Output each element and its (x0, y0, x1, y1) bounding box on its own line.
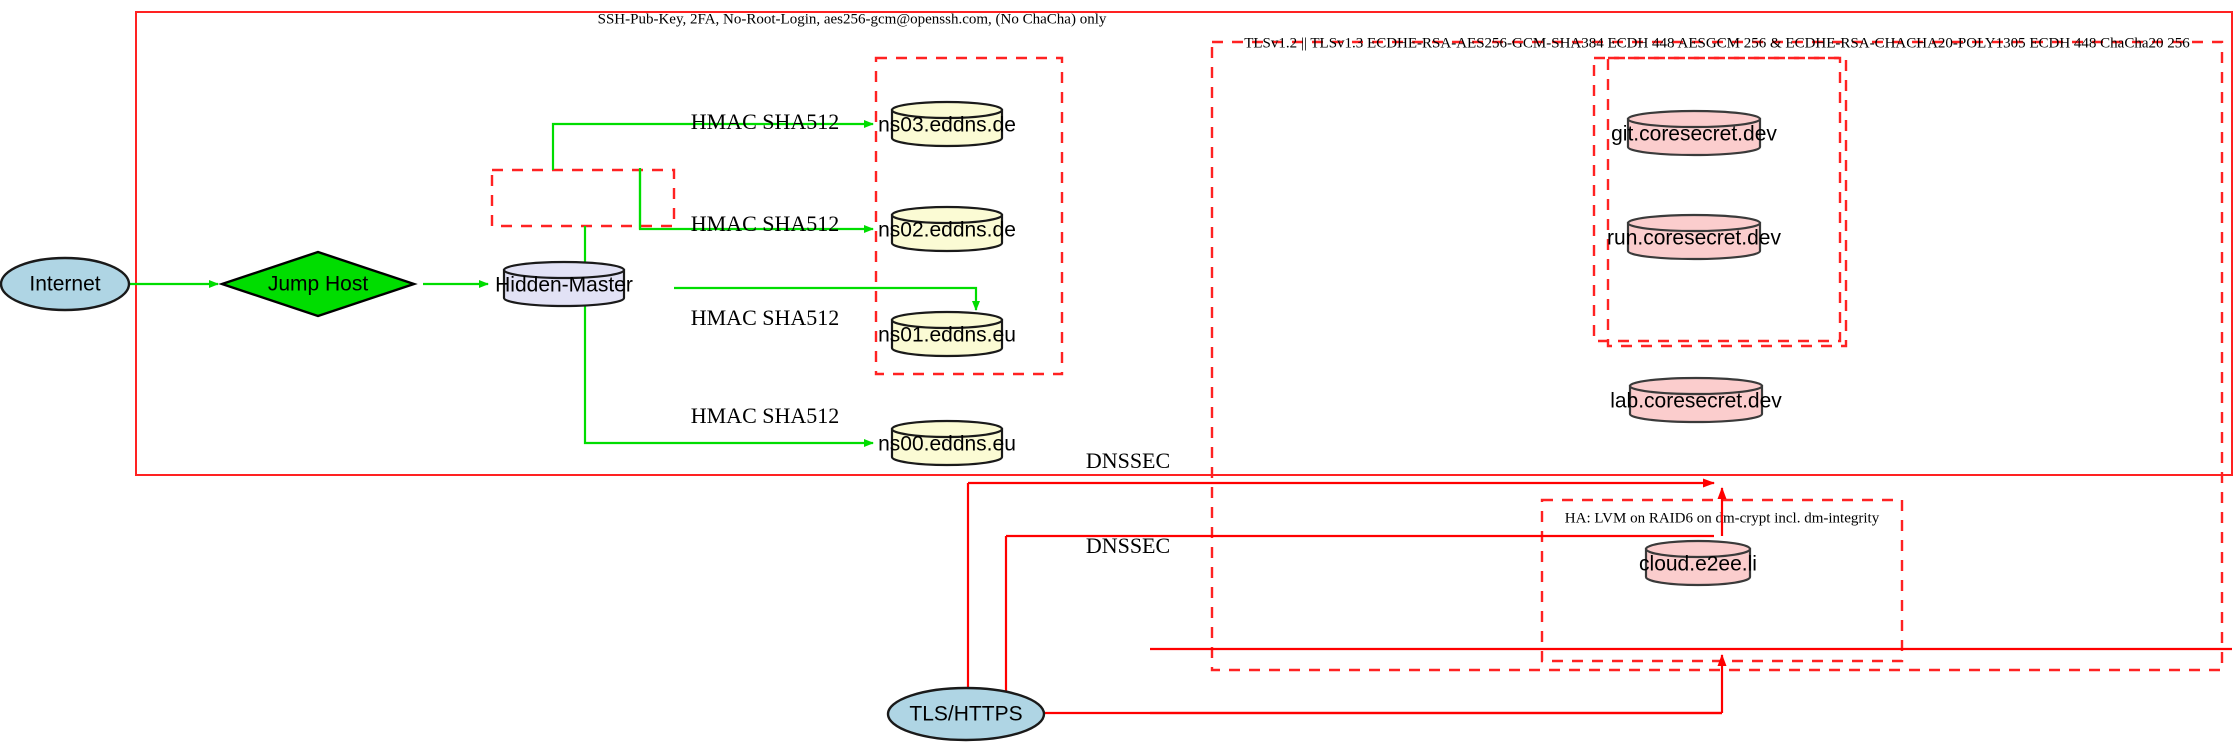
node-hidden-master[interactable]: Hidden-Master (495, 260, 633, 308)
edge-label-hmac-ns01: HMAC SHA512 (691, 305, 840, 330)
node-git-coresecret[interactable]: git.coresecret.dev (1611, 109, 1777, 157)
node-lab-label: lab.coresecret.dev (1610, 390, 1782, 413)
edge-hiddenmaster-to-ns01 (674, 286, 980, 311)
edge-label-hmac-ns02: HMAC SHA512 (691, 211, 840, 236)
edge-label-hmac-ns00: HMAC SHA512 (691, 403, 840, 428)
node-ns02[interactable]: ns02.eddns.de (878, 205, 1016, 253)
edge-hiddenmaster-to-ns02-path (638, 168, 874, 233)
edge-hiddenmaster-to-ns03 (551, 120, 874, 170)
node-ns03[interactable]: ns03.eddns.de (878, 100, 1016, 148)
node-internet-label: Internet (29, 273, 100, 296)
edge-label-dnssec-upper: DNSSEC (1086, 448, 1170, 473)
node-git-label: git.coresecret.dev (1611, 123, 1777, 146)
node-ns00-label: ns00.eddns.eu (878, 433, 1016, 456)
dns-servers-cluster (874, 56, 1064, 376)
coresecret-services-cluster (1592, 56, 1842, 343)
node-run-coresecret[interactable]: run.coresecret.dev (1607, 213, 1781, 261)
edge-label-hmac-ns03: HMAC SHA512 (691, 109, 840, 134)
edge-label-dnssec-lower: DNSSEC (1086, 533, 1170, 558)
node-hidden-master-label: Hidden-Master (495, 274, 633, 297)
coresecret-lab-cluster (1606, 56, 1848, 348)
node-ns02-label: ns02.eddns.de (878, 219, 1016, 242)
node-tls-https[interactable]: TLS/HTTPS (886, 686, 1046, 742)
outer-security-boundary (135, 11, 2233, 476)
node-cloud-label: cloud.e2ee.li (1639, 553, 1757, 576)
node-ns00[interactable]: ns00.eddns.eu (878, 419, 1016, 467)
tls-profile-cluster (1210, 40, 2224, 672)
node-jump-host-label: Jump Host (268, 273, 369, 296)
node-jump-host[interactable]: Jump Host (218, 250, 418, 318)
node-run-label: run.coresecret.dev (1607, 227, 1781, 250)
node-ns01-label: ns01.eddns.eu (878, 324, 1016, 347)
tls-profile-label: TLSv1.2 || TLSv1.3 ECDHE-RSA-AES256-GCM-… (1244, 35, 2190, 51)
node-ns03-label: ns03.eddns.de (878, 114, 1016, 137)
node-ns01[interactable]: ns01.eddns.eu (878, 310, 1016, 358)
node-internet[interactable]: Internet (0, 256, 131, 312)
node-cloud-e2ee[interactable]: cloud.e2ee.li (1639, 539, 1757, 587)
node-lab-coresecret[interactable]: lab.coresecret.dev (1610, 376, 1782, 424)
ssh-policy-label: SSH-Pub-Key, 2FA, No-Root-Login, aes256-… (598, 11, 1107, 27)
hidden-master-cluster (490, 168, 676, 228)
node-tls-https-label: TLS/HTTPS (909, 703, 1022, 726)
